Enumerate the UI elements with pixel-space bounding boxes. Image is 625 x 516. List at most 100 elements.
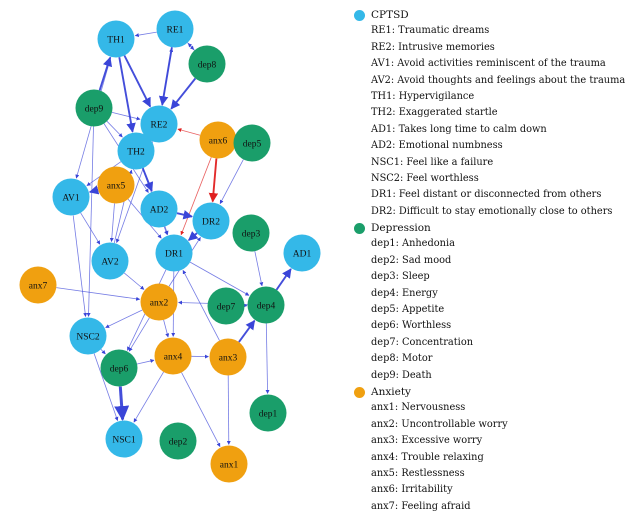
node-dep1: dep1 <box>249 394 287 432</box>
node-circle <box>210 445 248 483</box>
node-circle <box>117 132 155 170</box>
legend-item: AV2: Avoid thoughts and feelings about t… <box>371 74 625 86</box>
node-circle <box>249 394 287 432</box>
node-av1: AV1 <box>52 178 90 216</box>
edge-ad2-to-dr2 <box>176 210 193 220</box>
node-label: anx1 <box>220 461 239 471</box>
legend-group-label: Depression <box>371 222 431 235</box>
legend-item: AD2: Emotional numbness <box>371 140 503 152</box>
edge-dr1-to-dep4 <box>189 261 250 296</box>
edge-anx5-to-av2 <box>109 203 115 242</box>
node-circle <box>75 89 113 127</box>
legend-group-anxiety: Anxiety <box>354 384 600 400</box>
node-circle <box>247 286 285 324</box>
edge-anx6-to-re2 <box>177 128 201 136</box>
node-ad2: AD2 <box>140 190 178 228</box>
node-label: TH2 <box>127 148 145 158</box>
node-label: anx5 <box>107 182 126 192</box>
legend-item: AV1: Avoid activities reminiscent of the… <box>371 58 606 70</box>
legend-item: dep3: Sleep <box>371 271 430 283</box>
legend-item: dep2: Sad mood <box>371 254 452 266</box>
edge-anx4-to-anx1 <box>181 372 221 448</box>
node-circle <box>155 234 193 272</box>
legend-item: dep6: Worthless <box>371 320 452 332</box>
node-circle <box>188 45 226 83</box>
node-label: dep4 <box>257 302 276 312</box>
node-anx6: anx6 <box>199 121 237 159</box>
legend-item: anx6: Irritability <box>371 484 453 496</box>
legend-item: anx4: Trouble relaxing <box>371 451 484 463</box>
legend-group-label: Anxiety <box>371 386 411 399</box>
legend-group-cptsd: CPTSD <box>354 7 600 23</box>
edge-anx6-to-dr2 <box>208 158 219 203</box>
legend-item: anx1: Nervousness <box>371 402 466 414</box>
edge-anx5-to-av1 <box>88 185 100 195</box>
edge-dep6-to-anx4 <box>137 359 155 365</box>
node-label: DR2 <box>202 218 220 228</box>
node-dep8: dep8 <box>188 45 226 83</box>
node-label: dep8 <box>198 61 217 71</box>
edge-anx3-to-dr1 <box>182 269 220 341</box>
node-circle <box>159 422 197 460</box>
node-label: NSC1 <box>112 436 135 446</box>
node-anx7: anx7 <box>19 266 57 304</box>
node-label: dep3 <box>242 230 261 240</box>
legend-item: anx7: Feeling afraid <box>371 500 471 512</box>
legend-group-label: CPTSD <box>371 9 409 22</box>
edge-dep9-to-th1 <box>98 56 113 91</box>
node-label: RE2 <box>151 121 168 131</box>
edge-anx2-to-nsc2 <box>105 309 143 328</box>
node-re1: RE1 <box>156 10 194 48</box>
legend-item: RE2: Intrusive memories <box>371 41 495 53</box>
legend-item: TH2: Exaggerated startle <box>371 107 498 119</box>
node-circle <box>69 317 107 355</box>
edge-av1-to-av2 <box>80 212 101 245</box>
edge-re1-to-th1 <box>134 31 157 38</box>
node-circle <box>199 121 237 159</box>
node-circle <box>232 214 270 252</box>
node-circle <box>91 242 129 280</box>
legend-item: dep8: Motor <box>371 353 433 365</box>
node-circle <box>233 124 271 162</box>
node-anx2: anx2 <box>140 283 178 321</box>
node-label: anx2 <box>150 299 169 309</box>
legend-item: dep7: Concentration <box>371 336 474 348</box>
legend-item: TH1: Hypervigilance <box>371 90 475 102</box>
node-circle <box>97 20 135 58</box>
node-ad1: AD1 <box>283 234 321 272</box>
edge-av1-to-nsc2 <box>72 215 88 317</box>
legend-item: dep1: Anhedonia <box>371 238 455 250</box>
legend-item: anx5: Restlessness <box>371 467 465 479</box>
edge-dep4-to-dep1 <box>265 323 270 394</box>
node-anx5: anx5 <box>97 166 135 204</box>
node-anx3: anx3 <box>209 338 247 376</box>
node-circle <box>209 338 247 376</box>
edge-th1-to-re2 <box>123 55 152 108</box>
legend-item: dep4: Energy <box>371 287 438 299</box>
node-nsc1: NSC1 <box>105 420 143 458</box>
node-circle <box>140 105 178 143</box>
legend-dot <box>354 386 365 398</box>
edge-anx7-to-anx2 <box>56 287 141 301</box>
edge-th2-to-ad2 <box>141 167 154 192</box>
edge-anx4-to-nsc1 <box>133 371 164 423</box>
legend-item: DR1: Feel distant or disconnected from o… <box>371 189 602 201</box>
legend-item: AD1: Takes long time to calm down <box>371 123 547 135</box>
node-circle <box>207 287 245 325</box>
node-dep7: dep7 <box>207 287 245 325</box>
edge-anx2-to-anx4 <box>163 319 170 338</box>
node-label: anx6 <box>209 137 228 147</box>
node-label: dep9 <box>85 105 104 115</box>
node-dep9: dep9 <box>75 89 113 127</box>
edge-ad2-to-dr1 <box>164 226 169 235</box>
edge-dep8-to-re1 <box>187 43 195 51</box>
legend-item: NSC2: Feel worthless <box>371 172 479 184</box>
edge-dep9-to-nsc2 <box>86 126 94 317</box>
node-re2: RE2 <box>140 105 178 143</box>
legend-item: dep5: Appetite <box>371 304 445 316</box>
edge-dr2-to-dr1 <box>187 231 199 241</box>
edge-re2-to-re1 <box>161 47 174 106</box>
legend-item: DR2: Difficult to stay emotionally close… <box>371 205 613 217</box>
node-label: DR1 <box>165 250 183 260</box>
